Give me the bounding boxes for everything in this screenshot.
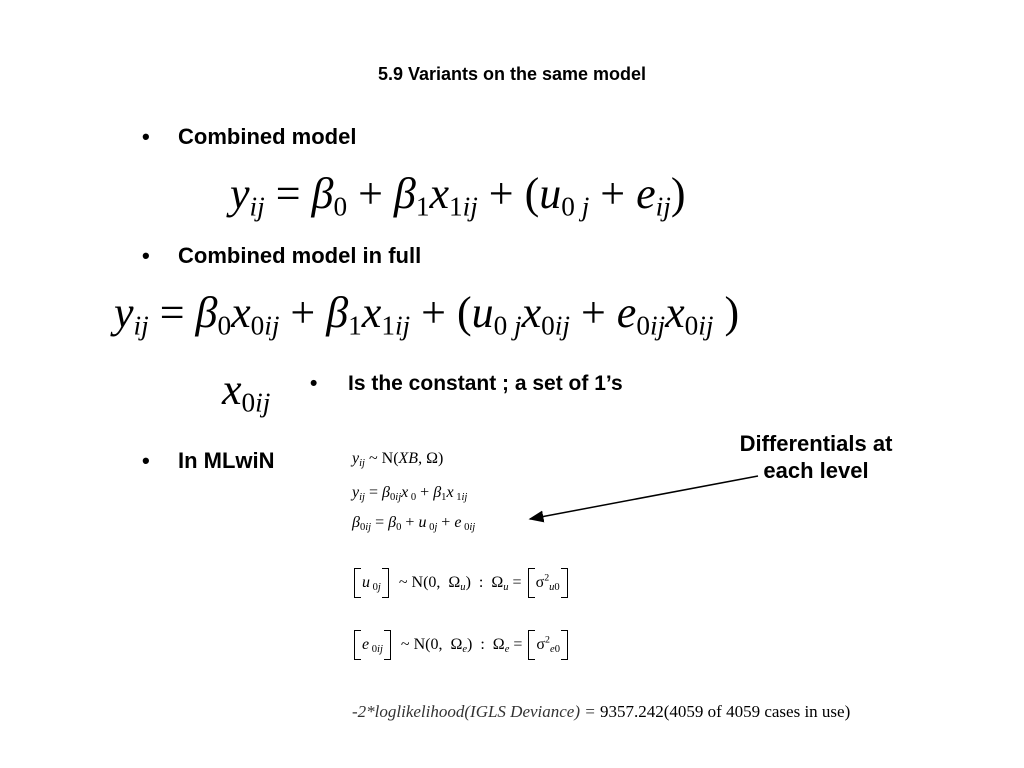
deviance-label: -2*loglikelihood(IGLS Deviance) = <box>352 702 600 721</box>
bullet-in-mlwin: • In MLwiN <box>142 448 275 474</box>
bullet-combined-model: • Combined model <box>142 124 356 150</box>
bullet-combined-model-full: • Combined model in full <box>142 243 421 269</box>
bullet-label: Combined model <box>178 124 357 149</box>
equation-combined-model: yij = β0 + β1x1ij + (u0 j + eij) <box>230 169 686 222</box>
equation-constant-term: x0ij <box>222 365 271 418</box>
mlwin-equation-level2-variance: u 0j ~ N(0, Ωu) : Ωu = σ2u0 <box>352 568 570 598</box>
callout-line: each level <box>763 458 869 483</box>
deviance-value: 9357.242(4059 of 4059 cases in use) <box>600 702 851 721</box>
mlwin-equation-level1-variance: e 0ij ~ N(0, Ωe) : Ωe = σ2e0 <box>352 630 570 660</box>
bullet-dot: • <box>142 124 150 149</box>
bullet-constant: • Is the constant ; a set of 1’s <box>310 372 623 396</box>
bullet-label: Is the constant ; a set of 1’s <box>348 372 623 395</box>
deviance-line: -2*loglikelihood(IGLS Deviance) = 9357.2… <box>352 702 850 722</box>
callout-line: Differentials at <box>739 431 893 456</box>
bullet-label: Combined model in full <box>178 243 422 268</box>
slide-title: 5.9 Variants on the same model <box>377 64 647 84</box>
callout-differentials: Differentials at each level <box>710 430 922 484</box>
bullet-dot: • <box>310 372 318 395</box>
mlwin-equation-fixed: yij = β0ijx 0 + β1x 1ij <box>352 484 468 504</box>
mlwin-equation-response: yij ~ N(XB, Ω) <box>352 450 444 470</box>
bullet-dot: • <box>142 243 150 268</box>
mlwin-equation-random: β0ij = β0 + u 0j + e 0ij <box>352 514 476 534</box>
bullet-dot: • <box>142 448 150 473</box>
bullet-label: In MLwiN <box>178 448 275 473</box>
equation-combined-model-full: yij = β0x0ij + β1x1ij + (u0 jx0ij + e0ij… <box>114 288 740 341</box>
